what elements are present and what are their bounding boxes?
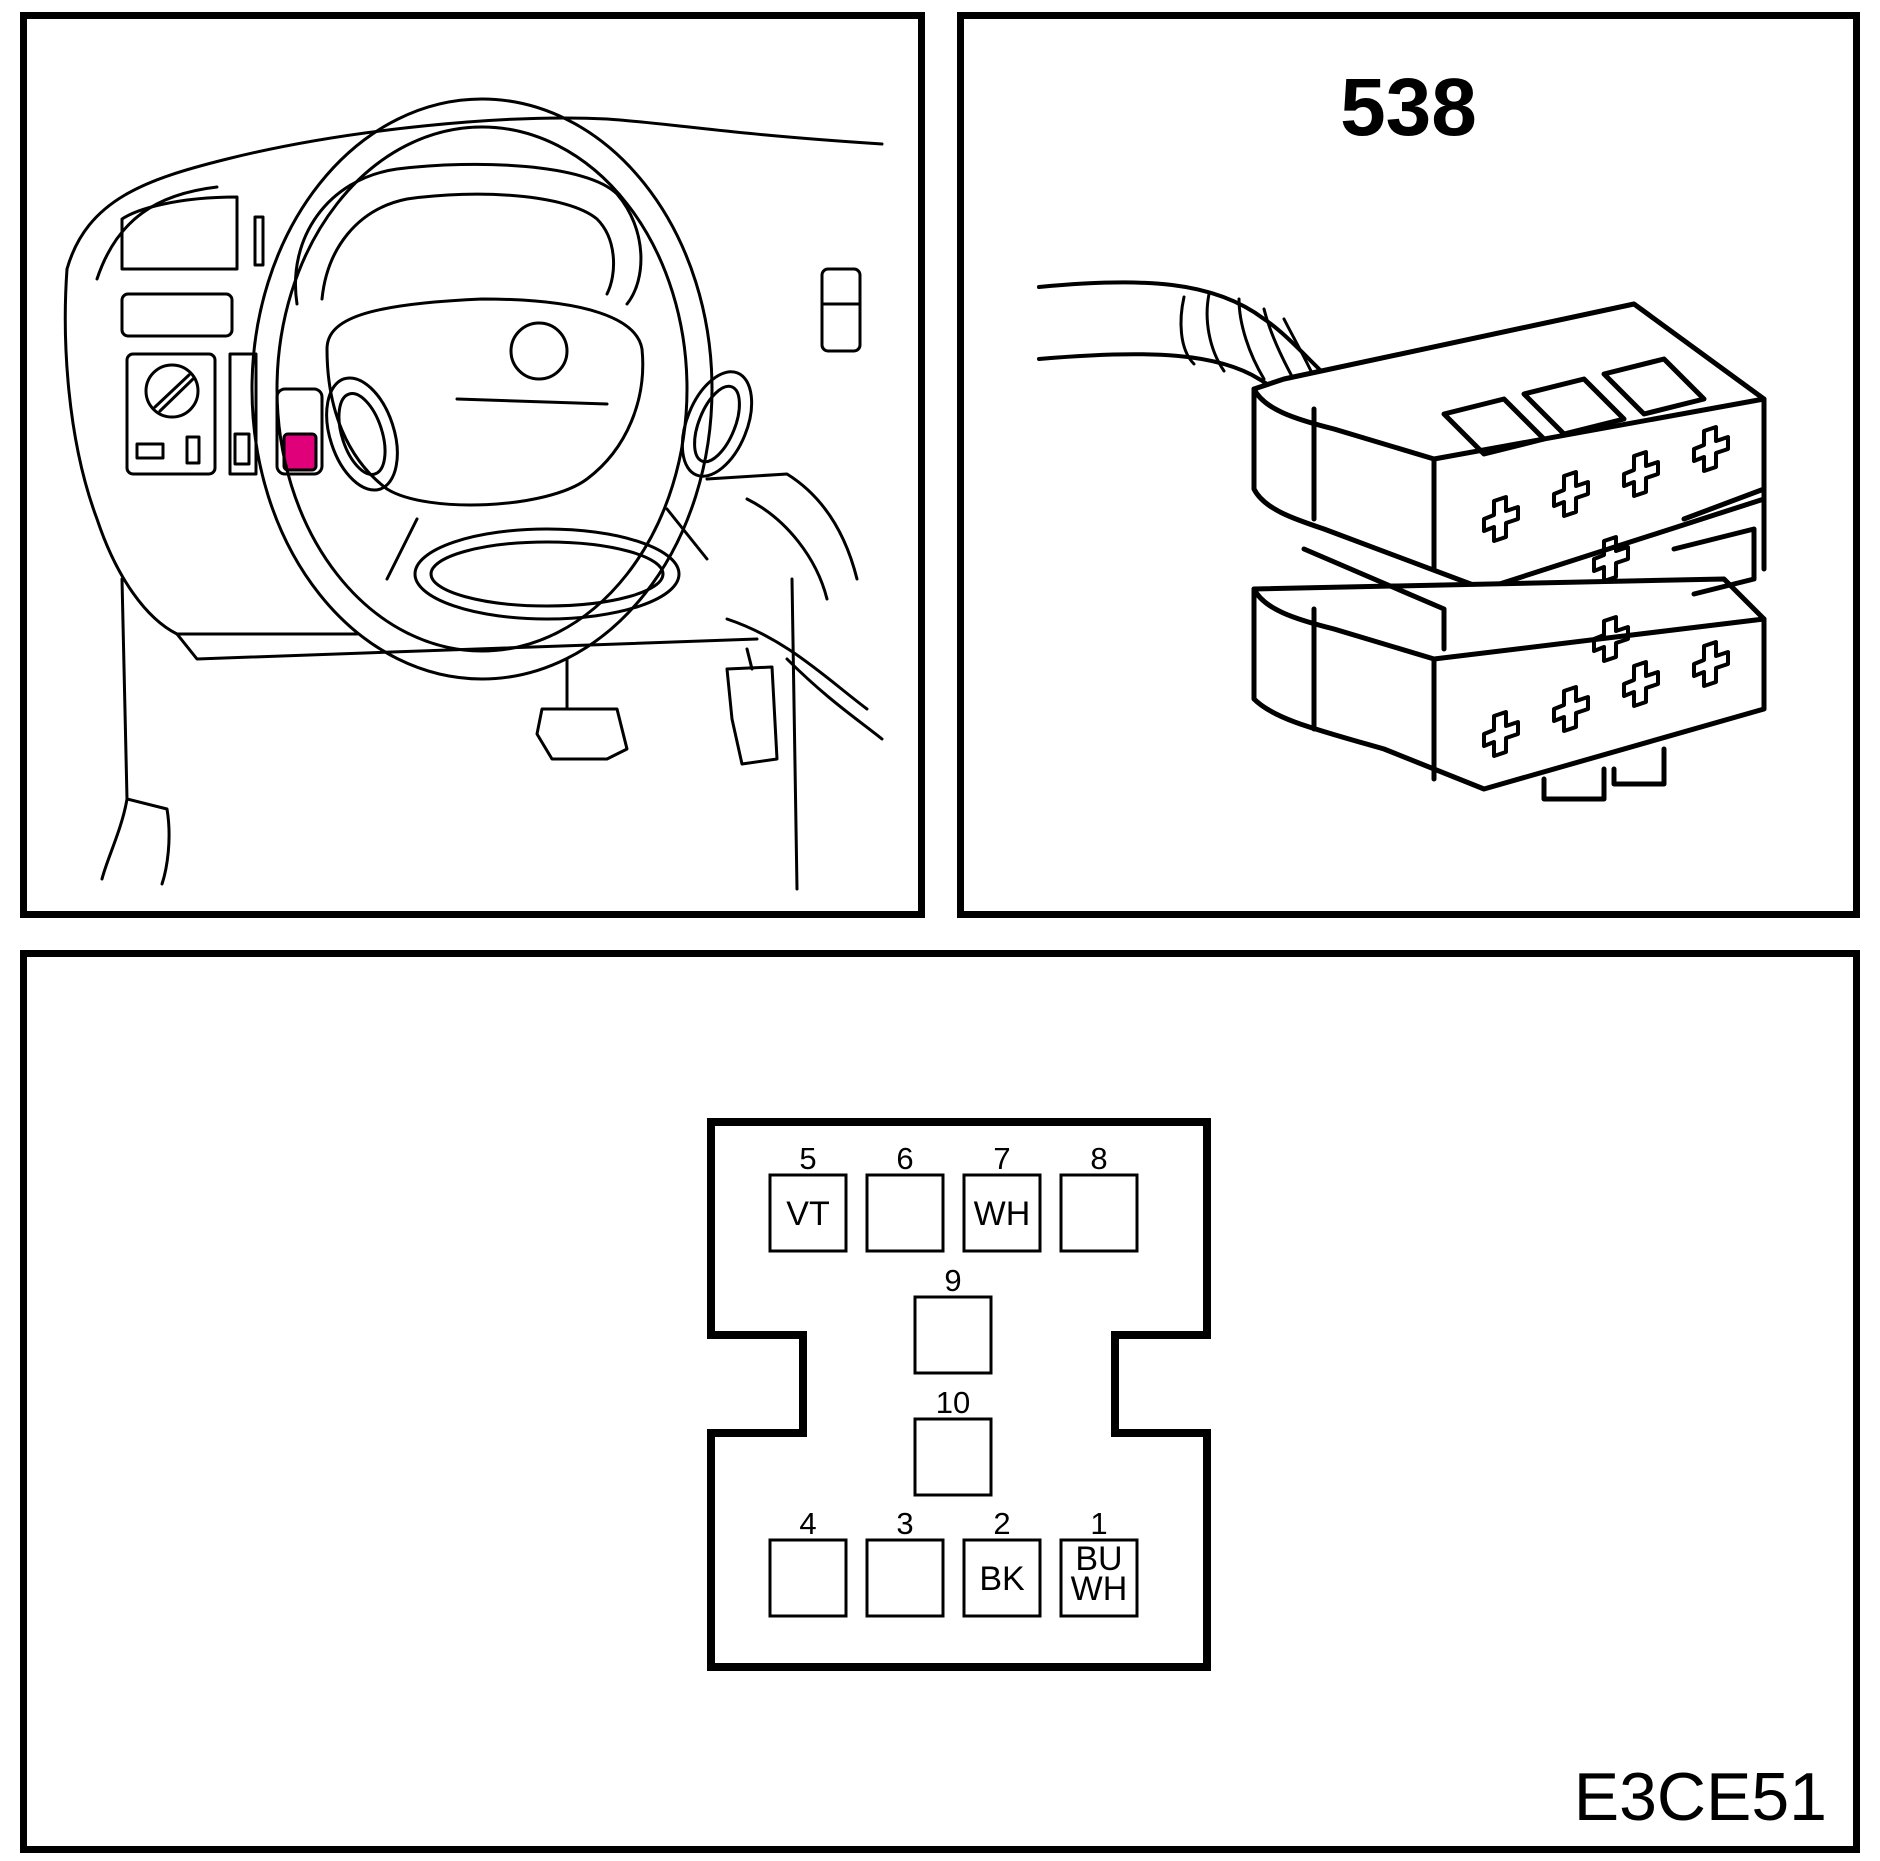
steering-wheel-rim bbox=[250, 97, 714, 681]
steering-hub bbox=[325, 297, 645, 507]
brake-pedal bbox=[535, 707, 629, 761]
instrument-cluster bbox=[120, 195, 239, 271]
figure-code: E3CE51 bbox=[1573, 1759, 1827, 1835]
pin-cavity bbox=[1059, 1173, 1139, 1253]
pin-number: 4 bbox=[799, 1506, 816, 1541]
pin-3: 3 bbox=[865, 1506, 945, 1618]
light-switch-knob bbox=[144, 363, 200, 419]
wire-color-label: VT bbox=[786, 1195, 829, 1233]
horn-emblem bbox=[509, 321, 569, 381]
pin-5: 5VT bbox=[768, 1141, 848, 1253]
wire-color-label: WH bbox=[1071, 1570, 1128, 1608]
dashboard-illustration bbox=[63, 97, 884, 891]
pin-number: 6 bbox=[896, 1141, 913, 1176]
connector-view-panel: 538 bbox=[957, 12, 1860, 918]
pin-8: 8 bbox=[1059, 1141, 1139, 1253]
pin-9: 9 bbox=[913, 1263, 993, 1375]
pin-number: 10 bbox=[936, 1385, 970, 1420]
terminal-cavities bbox=[1482, 425, 1730, 758]
pin-cavity bbox=[962, 1173, 1042, 1253]
connector-face-outline bbox=[707, 1118, 1211, 1671]
pin-4: 4 bbox=[768, 1506, 848, 1618]
connector-housing-lower bbox=[1251, 576, 1767, 792]
pin-7: 7WH bbox=[962, 1141, 1042, 1253]
pin-number: 5 bbox=[799, 1141, 816, 1176]
pin-number: 3 bbox=[896, 1506, 913, 1541]
dashboard-left-edge bbox=[63, 267, 359, 636]
pin-6: 6 bbox=[865, 1141, 945, 1253]
wire-color-label: BK bbox=[979, 1560, 1025, 1598]
wire-color-label: WH bbox=[974, 1195, 1031, 1233]
pin-number: 1 bbox=[1090, 1506, 1107, 1541]
pin-10: 10 bbox=[913, 1385, 993, 1497]
pin-number: 9 bbox=[944, 1263, 961, 1298]
dashboard-top-edge bbox=[65, 116, 884, 271]
pin-cavity bbox=[913, 1417, 993, 1497]
connector-number: 538 bbox=[1340, 62, 1477, 153]
pin-number: 8 bbox=[1090, 1141, 1107, 1176]
wire-color-label: BU bbox=[1075, 1540, 1122, 1578]
pin-cavity bbox=[1059, 1538, 1139, 1618]
pin-number: 7 bbox=[993, 1141, 1010, 1176]
pin-cavity bbox=[768, 1173, 848, 1253]
light-switch-panel bbox=[125, 352, 217, 476]
vent bbox=[820, 267, 862, 353]
pin-cavity bbox=[865, 1173, 945, 1253]
pin-cavity bbox=[962, 1538, 1042, 1618]
accelerator-pedal bbox=[725, 665, 779, 766]
connector-illustration bbox=[1037, 280, 1767, 802]
pin-number: 2 bbox=[993, 1506, 1010, 1541]
lower-spoke-pad bbox=[413, 527, 681, 621]
location-view-panel bbox=[20, 12, 925, 918]
pin-cavity bbox=[865, 1538, 945, 1618]
display-slot bbox=[120, 292, 234, 338]
pin-2: 2BK bbox=[962, 1506, 1042, 1618]
switch-location bbox=[275, 387, 324, 476]
pin-cavity bbox=[913, 1295, 993, 1375]
highlight-marker bbox=[282, 432, 318, 472]
pin-cavity bbox=[768, 1538, 848, 1618]
